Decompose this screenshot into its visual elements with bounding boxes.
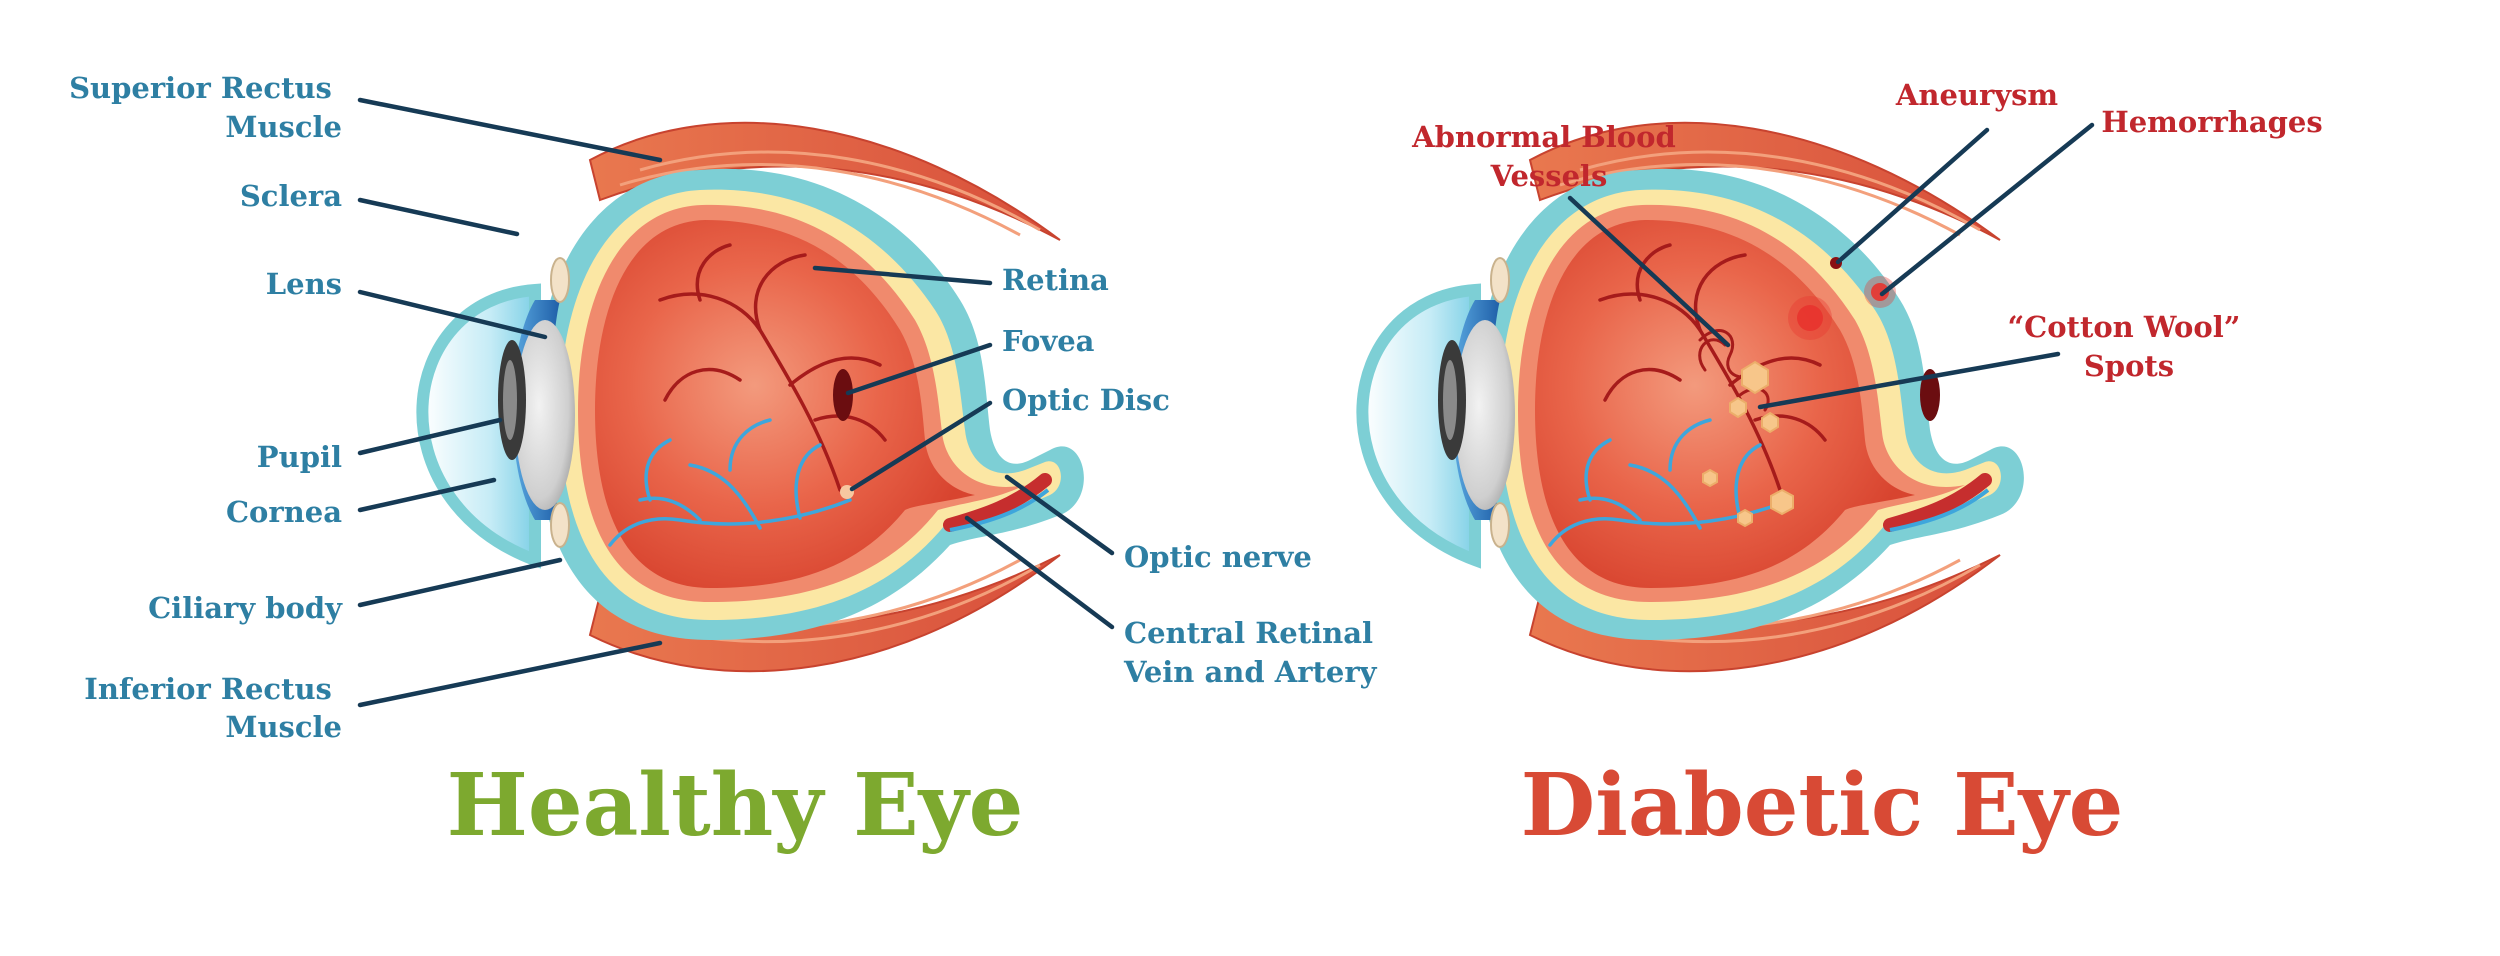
label-abnormal-vessels: Abnormal Blood Vessels — [1411, 120, 1686, 193]
pointer-hemorrhages — [1879, 122, 2095, 297]
label-superior-rectus: Superior Rectus Muscle — [69, 71, 342, 144]
pointer-fovea — [845, 342, 993, 396]
hemorrhage-spot — [1871, 283, 1889, 301]
label-cornea: Cornea — [226, 495, 342, 529]
label-aneurysm: Aneurysm — [1895, 78, 2059, 112]
diabetic-pointers — [1567, 122, 2095, 410]
diabetic-eye-illustration — [1362, 123, 2024, 671]
pointer-optic-disc — [849, 400, 993, 492]
pointer-ciliary-body — [357, 557, 563, 608]
label-fovea: Fovea — [1002, 324, 1095, 358]
pointer-superior-rectus — [357, 97, 663, 163]
healthy-eye-illustration — [422, 123, 1084, 671]
pointer-central-retinal — [964, 515, 1115, 630]
hemorrhage-spot — [1788, 296, 1832, 340]
pointer-abnormal-vessels — [1567, 195, 1731, 348]
label-optic-disc: Optic Disc — [1002, 383, 1170, 417]
healthy-eye-title: Healthy Eye — [447, 755, 1024, 856]
healthy-pointers — [357, 97, 1115, 708]
label-sclera: Sclera — [240, 179, 342, 213]
pointer-aneurysm — [1835, 127, 1990, 265]
label-retina: Retina — [1002, 263, 1109, 297]
label-pupil: Pupil — [257, 440, 342, 474]
pointer-cotton-wool — [1757, 351, 2061, 410]
pointer-lens — [357, 289, 548, 340]
pointer-retina — [812, 265, 993, 286]
diabetic-eye-title: Diabetic Eye — [1521, 755, 2124, 856]
hemorrhage-spot — [1864, 276, 1896, 308]
cotton-wool-spots — [1702, 360, 1794, 528]
label-ciliary-body: Ciliary body — [148, 591, 343, 625]
label-central-retinal: Central Retinal Vein and Artery — [1123, 616, 1383, 689]
label-inferior-rectus: Inferior Rectus Muscle — [84, 672, 342, 744]
label-optic-nerve: Optic nerve — [1124, 540, 1312, 574]
pointer-sclera — [357, 197, 520, 237]
pointer-optic-nerve — [1004, 474, 1115, 556]
fovea-spot — [833, 369, 853, 421]
hemorrhage-spot — [1797, 305, 1823, 331]
pointer-inferior-rectus — [357, 640, 663, 708]
pointer-pupil — [357, 417, 503, 456]
label-lens: Lens — [266, 267, 342, 301]
diabetic-fovea-spot — [1920, 369, 1940, 421]
label-hemorrhages: Hemorrhages — [2101, 105, 2322, 139]
healthy-labels: Superior Rectus Muscle Sclera Lens Pupil… — [69, 71, 1383, 744]
pointer-cornea — [357, 477, 497, 513]
label-cotton-wool: “Cotton Wool” Spots — [2007, 310, 2250, 383]
diabetic-labels: Abnormal Blood Vessels Aneurysm Hemorrha… — [1411, 78, 2323, 383]
